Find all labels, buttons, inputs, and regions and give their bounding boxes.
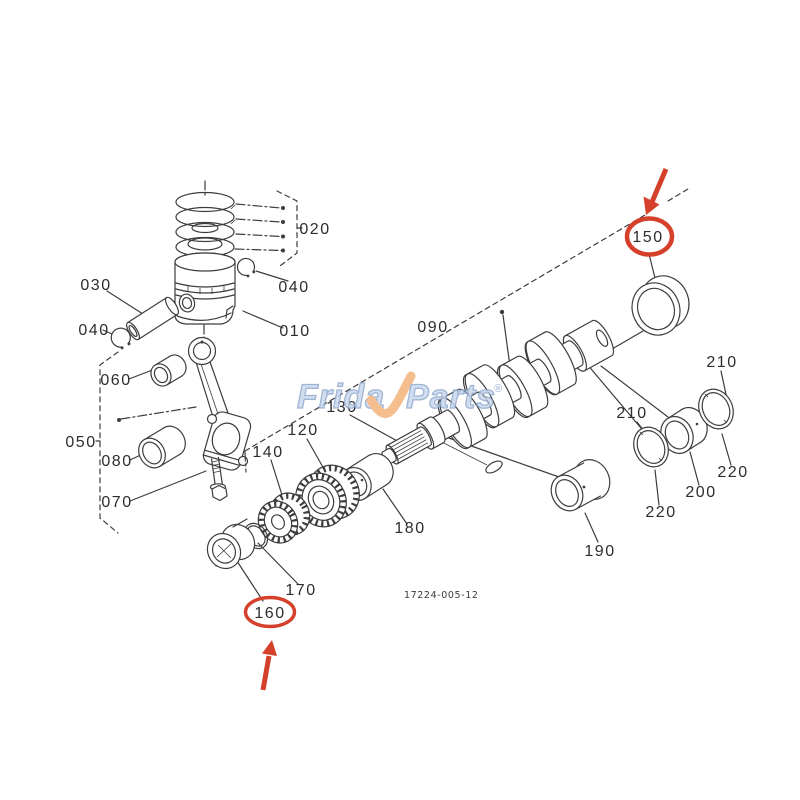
part-label-080: 080 <box>101 453 132 470</box>
bushing-060-drawing <box>150 354 187 387</box>
part-label-210-left: 210 <box>616 405 647 422</box>
piston-010-drawing <box>174 252 236 342</box>
assembly-outline-050-box <box>95 351 197 534</box>
part-label-040-top: 040 <box>278 279 309 296</box>
leader-lines <box>102 203 732 602</box>
part-label-070: 070 <box>101 494 132 511</box>
part-label-150: 150 <box>632 229 663 246</box>
thrust-washer-210-left-drawing <box>633 426 669 468</box>
piston-pin-030-drawing <box>126 296 179 341</box>
crankshaft-key <box>485 460 503 474</box>
highlight-arrow-160-icon <box>260 640 277 691</box>
thrust-washer-210-right-drawing <box>698 388 734 430</box>
gear-120-drawing <box>295 464 360 528</box>
piston-rings-drawing <box>175 180 236 258</box>
part-label-050: 050 <box>65 434 96 451</box>
part-label-220-right: 220 <box>717 464 748 481</box>
part-label-130: 130 <box>326 399 357 416</box>
bearing-080-drawing <box>138 425 186 469</box>
part-label-090: 090 <box>417 319 448 336</box>
highlight-160 <box>243 595 297 691</box>
watermark-swoosh-icon <box>366 371 416 418</box>
collar-160-drawing <box>206 518 256 570</box>
part-labels: 020 030 040 010 040 060 050 080 070 090 … <box>65 221 748 622</box>
connecting-rod-drawing <box>187 336 252 471</box>
part-label-160: 160 <box>254 605 285 622</box>
drawing-number: 17224-005-12 <box>404 590 479 601</box>
watermark-text-right: Parts <box>406 378 496 416</box>
circlip-040-left-drawing <box>110 327 131 350</box>
part-label-220-left: 220 <box>645 504 676 521</box>
bearing-190-drawing <box>550 459 611 512</box>
part-label-210-right: 210 <box>706 354 737 371</box>
watermark: Frida Parts ® <box>296 371 502 418</box>
rod-bolt-070-drawing <box>209 451 247 502</box>
part-label-140: 140 <box>252 444 283 461</box>
circlip-040-right-drawing <box>236 257 256 278</box>
part-label-170: 170 <box>285 582 316 599</box>
part-label-040-left: 040 <box>78 322 109 339</box>
part-label-060: 060 <box>100 372 131 389</box>
watermark-registered-mark: ® <box>494 383 502 395</box>
part-label-020: 020 <box>299 221 330 238</box>
part-label-180: 180 <box>394 520 425 537</box>
part-label-030: 030 <box>80 277 111 294</box>
part-label-120: 120 <box>287 422 318 439</box>
part-label-200: 200 <box>685 484 716 501</box>
spline-lines <box>390 430 429 461</box>
sleeve-150-drawing <box>631 275 690 336</box>
highlight-150 <box>624 168 675 257</box>
highlight-arrow-150-icon <box>643 168 669 215</box>
bearing-200-drawing <box>660 406 708 455</box>
part-label-190: 190 <box>584 543 615 560</box>
assembly-outline-020-bracket <box>276 190 303 267</box>
part-label-010: 010 <box>279 323 310 340</box>
crankshaft-drawing <box>381 319 615 465</box>
